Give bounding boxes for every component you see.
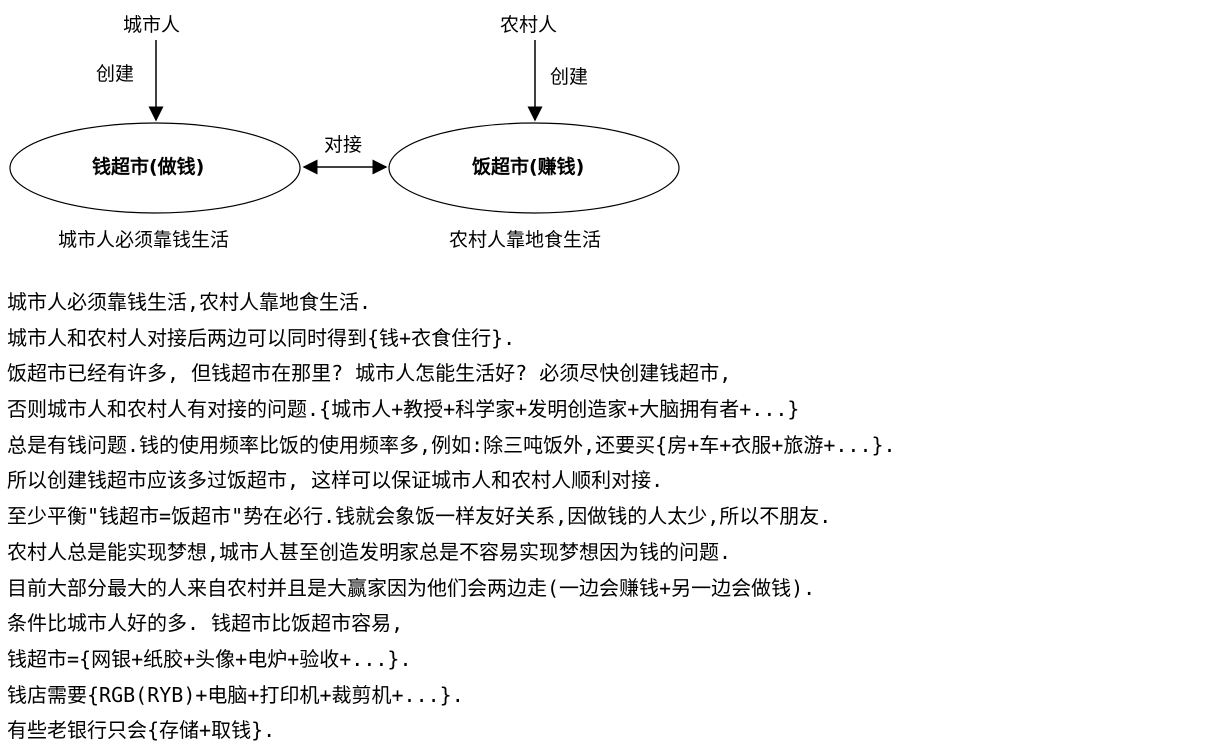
body-text: 城市人必须靠钱生活,农村人靠地食生活. 城市人和农村人对接后两边可以同时得到{钱…	[7, 285, 1222, 749]
body-line-9: 目前大部分最大的人来自农村并且是大赢家因为他们会两边走(一边会赚钱+另一边会做钱…	[7, 575, 816, 600]
body-line-4: 否则城市人和农村人有对接的问题.{城市人+教授+科学家+发明创造家+大脑拥有者+…	[7, 397, 800, 422]
city-people-label: 城市人	[123, 14, 181, 36]
body-line-6: 所以创建钱超市应该多过饭超市, 这样可以保证城市人和农村人顺利对接.	[7, 468, 664, 493]
rural-people-label: 农村人	[500, 14, 558, 36]
food-supermarket-label: 饭超市(赚钱)	[472, 156, 585, 178]
right-create-label: 创建	[550, 66, 589, 88]
link-label: 对接	[324, 134, 363, 156]
body-line-11: 钱超市={网银+纸胶+头像+电炉+验收+...}.	[7, 646, 412, 671]
body-line-7: 至少平衡"钱超市=饭超市"势在必行.钱就会象饭一样友好关系,因做钱的人太少,所以…	[7, 504, 832, 529]
money-supermarket-node	[9, 122, 301, 214]
left-create-label: 创建	[96, 63, 135, 85]
city-caption: 城市人必须靠钱生活	[58, 229, 230, 251]
body-line-13: 有些老银行只会{存储+取钱}.	[7, 718, 276, 743]
body-line-1: 城市人必须靠钱生活,农村人靠地食生活.	[7, 290, 372, 314]
money-supermarket-label: 钱超市(做钱)	[92, 156, 205, 178]
body-line-10: 条件比城市人好的多. 钱超市比饭超市容易,	[7, 611, 404, 636]
food-supermarket-node	[388, 122, 680, 214]
body-line-12: 钱店需要{RGB(RYB)+电脑+打印机+裁剪机+...}.	[7, 682, 464, 707]
rural-caption: 农村人靠地食生活	[449, 229, 602, 251]
body-line-8: 农村人总是能实现梦想,城市人甚至创造发明家总是不容易实现梦想因为钱的问题.	[7, 539, 732, 564]
body-line-2: 城市人和农村人对接后两边可以同时得到{钱+衣食住行}.	[7, 325, 516, 350]
body-line-3: 饭超市已经有许多, 但钱超市在那里? 城市人怎能生活好? 必须尽快创建钱超市,	[7, 361, 732, 386]
diagram-canvas	[9, 40, 680, 214]
body-line-5: 总是有钱问题.钱的使用频率比饭的使用频率多,例如:除三吨饭外,还要买{房+车+衣…	[7, 432, 896, 457]
